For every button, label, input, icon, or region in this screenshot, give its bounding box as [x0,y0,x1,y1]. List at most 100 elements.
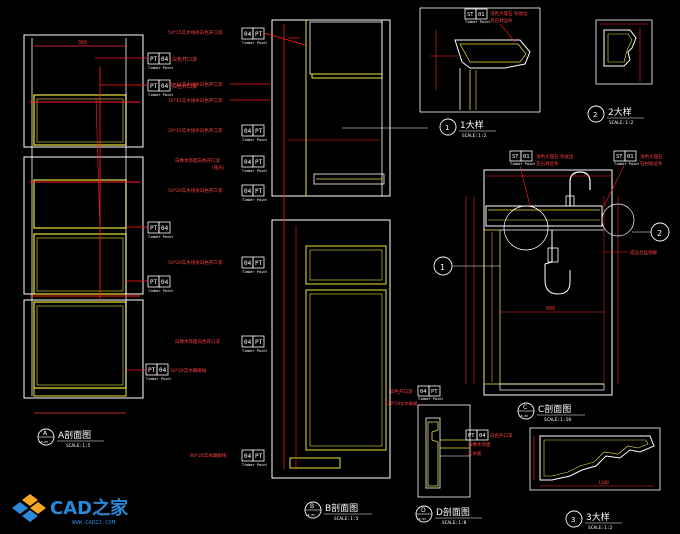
b-tag-9-code: 04 [244,453,252,460]
a-tag-2: PT 04 Timber Paint 白色开口漆 [100,79,197,97]
a-tag-1: PT 04 Timber Paint 白色开口漆 [95,52,197,70]
a-tag-3: PT 04 Timber Paint [126,221,173,239]
section-c: 800 [465,169,635,396]
title-c-sheet: LE-05 [519,414,528,418]
b-tag-8-pt: PT [255,339,263,346]
b-tag-4-note: 20*15实木线条白色开口漆 [168,127,223,134]
cad-logo-icon [12,494,46,522]
a-tag-3-sub: Timber Paint [148,235,173,239]
b-tag-7-pt: PT [255,260,263,267]
a-tag-4-code: 04 [161,279,169,286]
b-tag-5-sub: Timber Paint [242,169,267,173]
d1-profile [454,39,531,69]
a-frame-mid [23,156,144,295]
d3-profile [539,435,655,481]
c-tag-2-note-b: 石材收边条 [640,160,663,167]
d1-tag-st: ST [467,12,474,18]
c-tag-2-st: ST [616,154,623,160]
a-tag-1-code: 04 [161,56,169,63]
b-tag-1-note: 50*15实木线条白色开口漆 [168,29,223,36]
title-1-text: 1大样 [460,119,484,131]
title-d: D LE-05 D剖面图 SCALE:1:8 [415,505,482,526]
b-lower-panel-2 [305,289,387,451]
c-tag-2-sub: Timber Paint [614,162,639,166]
title-b-scale: SCALE:1:5 [334,516,359,522]
b-tag-5-pt: PT [255,159,263,166]
title-a-letter: A [43,430,48,437]
b-tag-7-code: 04 [244,260,252,267]
cut-bubble-1-num: 1 [440,263,445,272]
title-d-text: D剖面图 [436,506,470,518]
a-tag-1-pt: PT [150,56,158,63]
title-1: 1 1大样 SCALE:1:2 [439,118,496,139]
b-tag-8: 白橡木饰面白色开口漆 04 PT Timber Paint [175,335,267,353]
title-c-scale: SCALE:1:10 [544,417,571,423]
d1-frame [419,7,541,113]
title-b-letter: B [310,503,314,510]
title-1-letter: 1 [445,124,449,132]
a-tag-4: PT 04 Timber Paint [126,275,173,293]
c-trap [544,230,571,295]
b-lower-panel-1 [305,245,387,285]
b-lower-panel-2-inner [309,293,383,447]
section-b [271,19,391,479]
b-tag-4-code: 04 [244,128,252,135]
b-tag-8-code: 04 [244,339,252,346]
d-tag-2-pt: PT [468,433,475,439]
title-1-scale: SCALE:1:2 [462,133,487,139]
b-tag-7: 50*20实木线条白色开口漆 04 PT Timber Paint [168,256,267,274]
c-faucet [569,171,591,206]
a-panel-4-inner [36,305,124,386]
b-tag-5-note: 白橡木饰面白色开口漆 [175,157,220,164]
a-tag-5-pt: PT [148,367,156,374]
c-callout-2 [601,203,635,237]
b-tag-3-note: 10*12实木线条白色开口漆 [168,97,223,104]
d-frame [417,404,471,498]
a-tag-1-note: 白色开口漆 [172,56,197,63]
a-panel-3 [33,233,127,295]
a-panel-2 [33,179,127,229]
a-tag-5: PT 04 Timber Paint 50*20实木踢脚线 [126,363,207,381]
d-tag-1-note: 白色开口漆 [390,388,413,395]
d2-frame [595,19,653,85]
a-panel-4 [33,301,127,389]
title-2-letter: 2 [593,111,597,119]
a-cut-v2 [95,97,101,231]
a-tag-2-sub: Timber Paint [148,93,173,97]
title-2-scale: SCALE:1:2 [609,120,634,126]
b-tag-9-pt: PT [255,453,263,460]
a-frame-top [23,34,144,148]
a-tag-5-code: 04 [159,367,167,374]
a-panel-3-inner [36,237,124,292]
title-d-scale: SCALE:1:8 [442,520,467,526]
c-base [499,383,605,391]
watermark-url: WWW.CADZJ.COM [72,520,116,526]
title-a-text: A剖面图 [58,429,91,441]
title-c: C LE-05 C剖面图 SCALE:1:10 [517,402,585,423]
b-lower-panel-1-inner [309,249,383,281]
section-a: 380 [23,34,144,414]
d2-profile [603,29,637,67]
c-dim-h-value: 800 [546,306,555,312]
detail-2 [595,19,653,85]
b-tag-4-pt: PT [255,128,263,135]
title-a-scale: SCALE:1:5 [66,443,91,449]
title-2-text: 2大样 [608,106,632,118]
b-tag-6-note: 50*20实木线条白色开口漆 [168,187,223,194]
b-tag-5: 白橡木饰面白色开口漆 (哑光) 04 PT Timber Paint [175,155,267,173]
d1-tag-note: 浅色大理石 有收边 [490,10,528,17]
c-side-panel [483,229,501,385]
d-tag-2-note: 白色开口漆 [490,432,513,439]
title-d-sheet: LE-05 [417,517,426,521]
c-tag-1-note-b: 及石材边条 [536,160,559,167]
watermark-brand: CAD之家 [50,497,129,519]
b-upper-frame [271,19,391,197]
c-frame [483,169,613,396]
a-tag-5-note: 50*20实木踢脚线 [170,367,207,374]
a-tag-2-note: 白色开口漆 [172,83,197,90]
c-tag-1-code: 01 [523,154,530,160]
d1-tag-sub: Timber Paint [465,20,490,24]
cut-bubble-2: 2 [632,222,670,242]
b-lower-frame [271,219,391,479]
b-tag-7-sub: Timber Paint [242,270,267,274]
